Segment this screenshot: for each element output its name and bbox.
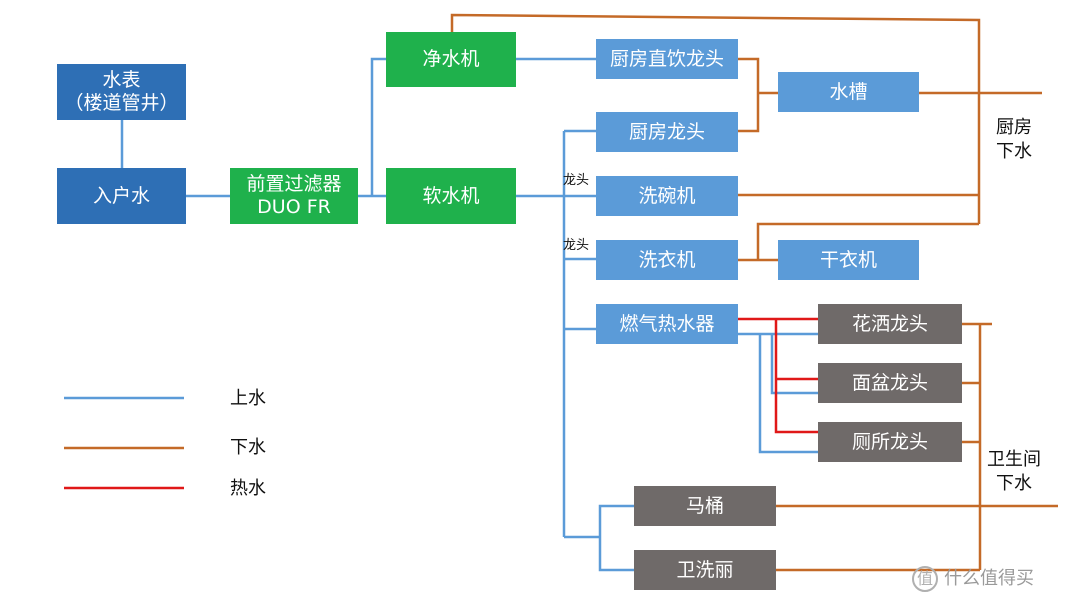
sink-node: 水槽 [778, 72, 919, 112]
prefilter-node: 前置过滤器 DUO FR [230, 168, 358, 224]
dryer-node: 干衣机 [778, 240, 919, 280]
drain-lines [450, 13, 1058, 572]
washer-label: 洗衣机 [638, 248, 696, 271]
kitchen-drain-label-line1: 厨房 [996, 117, 1032, 138]
water-meter-label: 水表 [102, 69, 141, 91]
basin-faucet-label: 面盆龙头 [851, 371, 928, 394]
water-meter-node: 水表 （楼道管井） [57, 64, 186, 120]
purifier-drain-line [450, 13, 981, 224]
kitchen-drain-label-line2: 下水 [996, 141, 1032, 162]
toilet-faucet-node: 厕所龙头 [818, 422, 962, 462]
shower-node: 花洒龙头 [818, 304, 962, 344]
kitchen-drink-faucet-node: 厨房直饮龙头 [596, 39, 738, 79]
inlet-node: 入户水 [57, 168, 186, 224]
kitchen-faucet-label: 厨房龙头 [628, 120, 705, 143]
toilet-node: 马桶 [634, 486, 776, 526]
softener-label: 软水机 [422, 184, 480, 207]
dishwasher-label: 洗碗机 [638, 184, 696, 207]
inlet-label: 入户水 [92, 184, 150, 207]
washer-faucet-tag: 龙头 [563, 238, 590, 253]
watermark-text: 什么值得买 [944, 568, 1034, 589]
laundry-drain-line [756, 222, 979, 259]
dryer-label: 干衣机 [819, 248, 877, 271]
watermark-logo-icon: 值 [912, 566, 938, 592]
bathroom-drain-label: 卫生间 下水 [981, 448, 1047, 496]
toilet-branch-line [598, 504, 634, 572]
washer-node: 洗衣机 [596, 240, 738, 280]
prefilter-to-purifier-line [370, 57, 386, 196]
shower-label: 花洒龙头 [851, 312, 928, 335]
bathroom-drain-label-line1: 卫生间 [987, 449, 1041, 470]
kitchen-faucet-node: 厨房龙头 [596, 112, 738, 152]
cold-to-toilet-faucet-line [758, 334, 818, 454]
gas-heater-node: 燃气热水器 [596, 304, 738, 344]
purifier-label: 净水机 [422, 48, 480, 70]
kitchen-drink-faucet-label: 厨房直饮龙头 [609, 47, 724, 70]
legend-hot-label: 热水 [230, 478, 266, 499]
legend-supply-label: 上水 [230, 388, 266, 409]
prefilter-model: DUO FR [257, 196, 331, 218]
prefilter-label: 前置过滤器 [246, 173, 342, 195]
bidet-seat-label: 卫洗丽 [676, 558, 734, 581]
water-meter-sublabel: （楼道管井） [64, 92, 179, 114]
toilet-faucet-label: 厕所龙头 [851, 430, 928, 453]
bathroom-drain-label-line2: 下水 [996, 473, 1032, 494]
legend-drain-label: 下水 [230, 437, 266, 458]
basin-faucet-node: 面盆龙头 [818, 363, 962, 403]
sink-label: 水槽 [829, 80, 868, 103]
gas-heater-label: 燃气热水器 [619, 312, 715, 335]
cold-to-basin-line [770, 334, 818, 395]
bidet-seat-node: 卫洗丽 [634, 550, 776, 590]
watermark: 值 什么值得买 [912, 566, 1034, 592]
supply-lines [120, 57, 818, 572]
hot-lines [738, 317, 818, 434]
dishwasher-node: 洗碗机 [596, 176, 738, 216]
kitchen-faucets-to-sink-line [738, 57, 760, 133]
softener-node: 软水机 [386, 168, 516, 224]
kitchen-drain-label: 厨房 下水 [984, 116, 1044, 164]
toilet-label: 马桶 [685, 494, 724, 517]
hot-riser-line [774, 319, 818, 434]
purifier-node: 净水机 [386, 32, 516, 87]
dishwasher-faucet-tag: 龙头 [563, 173, 590, 188]
